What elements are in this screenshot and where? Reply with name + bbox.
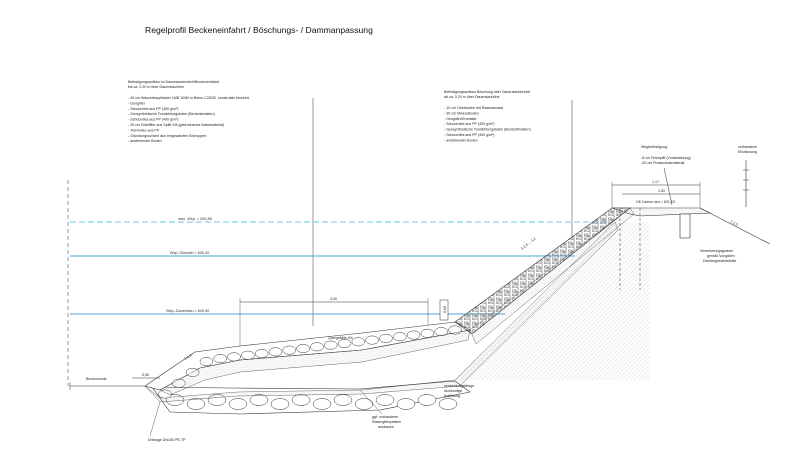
dim-050: 0,50 — [142, 373, 149, 377]
left-note-item: - Geogitter — [128, 101, 146, 105]
dimensions: 0,50 3,00 0,60 1,17 1,00 OK Damm neu = 6… — [132, 180, 701, 379]
verankerung-label-3: Dichtungsbahnsteller — [703, 259, 737, 263]
stauziel-water-label: Wsp.-Stauziel = 630,40 — [170, 251, 209, 255]
max-water-label: max. Wsp. = 630,85 — [178, 217, 212, 221]
paving-stone — [379, 333, 393, 343]
paving-stone — [310, 342, 324, 352]
foundation-boulder — [186, 398, 206, 410]
paving-stone — [227, 352, 241, 362]
dam-crest — [611, 207, 771, 290]
paving-stone — [337, 338, 352, 348]
mid-note-head-2: ab ca. 0,20 m über Dauerstauhöhe — [444, 95, 500, 99]
paving-stone — [365, 335, 379, 345]
paving-stone — [213, 354, 227, 364]
paving-stone — [323, 340, 338, 350]
slope-main-label: 1:1,5 ... 1:2 — [520, 237, 537, 251]
water-levels: max. Wsp. = 630,85 Wsp.-Stauziel = 630,4… — [70, 217, 610, 315]
verankerung-label-2: gemäß Vorgaben — [707, 254, 735, 258]
einzaeunung-label-2: Einzäunung — [738, 150, 757, 154]
mid-note-item: - anstehender Boden — [444, 138, 478, 142]
right-note-item-2: -20 cm Frostschutzmaterial — [641, 161, 685, 165]
foundation-boulder — [249, 394, 269, 406]
foundation-boulder — [333, 394, 353, 406]
paving-stone — [406, 330, 421, 340]
foundation-boulder — [354, 398, 374, 410]
drawing-title: Regelprofil Beckeneinfahrt / Böschungs- … — [145, 25, 373, 35]
mid-note-item: - Schutzvlies aus PP (400 g/m²) — [444, 122, 494, 126]
verankerung-label-1: Verankerungsgraben — [700, 249, 733, 253]
paving-stone — [296, 344, 310, 353]
right-note-item-1: -8 cm Feinsplitt (Vorabsiebung) — [641, 156, 691, 160]
foundation-boulder — [396, 398, 416, 410]
paving-stone — [351, 337, 366, 347]
paving-stone — [282, 345, 297, 355]
left-note-item: - 40 cm Wasserbaupflaster LMB 10/60 in B… — [128, 96, 249, 100]
left-note: Befestigungsaufbau im Dauerstaubereich/B… — [128, 80, 249, 143]
right-note: Wegbefestigung: -8 cm Feinsplitt (Vorabs… — [641, 145, 691, 165]
rasengitter-label-3: ausbauen — [378, 425, 394, 429]
foundation-boulder — [438, 398, 458, 410]
paving-stone — [199, 357, 214, 367]
paving-stone — [393, 332, 407, 342]
left-note-item: - Geosynthetische Tondichtungsbahn (Bent… — [128, 112, 215, 116]
paving-stone — [254, 349, 269, 358]
foundation-boulder — [417, 394, 437, 406]
left-note-item: - Schutzvlies aus PP (400 g/m²) — [128, 118, 178, 122]
paving-stone — [420, 328, 435, 338]
slope-left-label: 1:1,5 — [184, 353, 193, 360]
rasengitter-label-1: ggf. vorhandene — [372, 415, 398, 419]
left-note-item: - Gründungsschicht aus eingewalzten Schr… — [128, 134, 206, 138]
mid-note-item: - 30 cm Mineralboden — [444, 111, 479, 115]
dim-300: 3,00 — [330, 297, 337, 301]
paving-stone — [241, 350, 255, 360]
mid-note-head-1: Befestigungsaufbau Böschung über Dauerst… — [444, 90, 530, 94]
dim-060: 0,60 — [443, 306, 447, 313]
mid-note-item: - Geogitter/Erdmatte — [444, 117, 477, 121]
paving-stone — [268, 347, 283, 357]
mid-note: Befestigungsaufbau Böschung über Dauerst… — [444, 90, 531, 142]
verdichtung-label-1: verdichtungsfähige — [444, 384, 474, 388]
left-note-head-1: Befestigungsaufbau im Dauerstaubereich/B… — [128, 80, 219, 84]
foundation-boulder — [270, 398, 290, 410]
mid-note-item: - Schutzvlies aus PP (400 g/m²) — [444, 133, 494, 137]
fence-post — [743, 160, 749, 207]
left-note-head-2: bis ca. 0,20 m über Dauerstauhöhe — [128, 85, 184, 89]
slope-right-label: 1:1,5 — [730, 219, 739, 226]
left-note-item: - anstehender Boden — [128, 139, 162, 143]
right-note-head: Wegbefestigung: — [641, 145, 668, 149]
gravel-band — [159, 329, 471, 396]
beckensohle-label: Beckensohle — [86, 377, 107, 381]
foundation-boulder — [228, 398, 248, 410]
draenage-label: Dränage DN150 PE-TP — [148, 438, 186, 442]
anchor-trench — [679, 213, 691, 239]
dim-100: 1,00 — [658, 189, 665, 193]
dauerstau-water-label: Wsp.-Dauerstau = 629,50 — [166, 309, 209, 313]
right-slope-line — [699, 207, 771, 245]
foundation-boulder — [375, 394, 395, 406]
einzaeunung-label-1: vorhandene — [738, 145, 757, 149]
leader-right — [663, 167, 673, 206]
foundation-boulder — [312, 398, 332, 410]
verdichtung-label-2: rückbindige — [444, 389, 462, 393]
left-note-item: - Trennvlies aus PP — [128, 128, 160, 132]
dim-117: 1,17 — [652, 180, 659, 184]
left-note-item: - 25 cm Dränfilter aus Splitt 2/8 (gebro… — [128, 123, 224, 127]
mid-note-item: - Geosynthetische Tondichtungsbahn (Bent… — [444, 128, 531, 132]
left-note-item: - Schutzvlies aus PP (400 g/m²) — [128, 107, 178, 111]
foundation-boulder — [291, 394, 311, 406]
mid-note-item: - 10 cm Oberboden mit Rasenansaat — [444, 106, 503, 110]
rasengitter-label-2: Rasengitterplatten — [372, 420, 401, 424]
quergefaelle-label: Quergefälle 4% — [328, 336, 354, 340]
ok-damm-label: OK Damm neu = 631,15 — [636, 200, 675, 204]
verdichtung-label-3: Auffüllung — [444, 394, 460, 398]
